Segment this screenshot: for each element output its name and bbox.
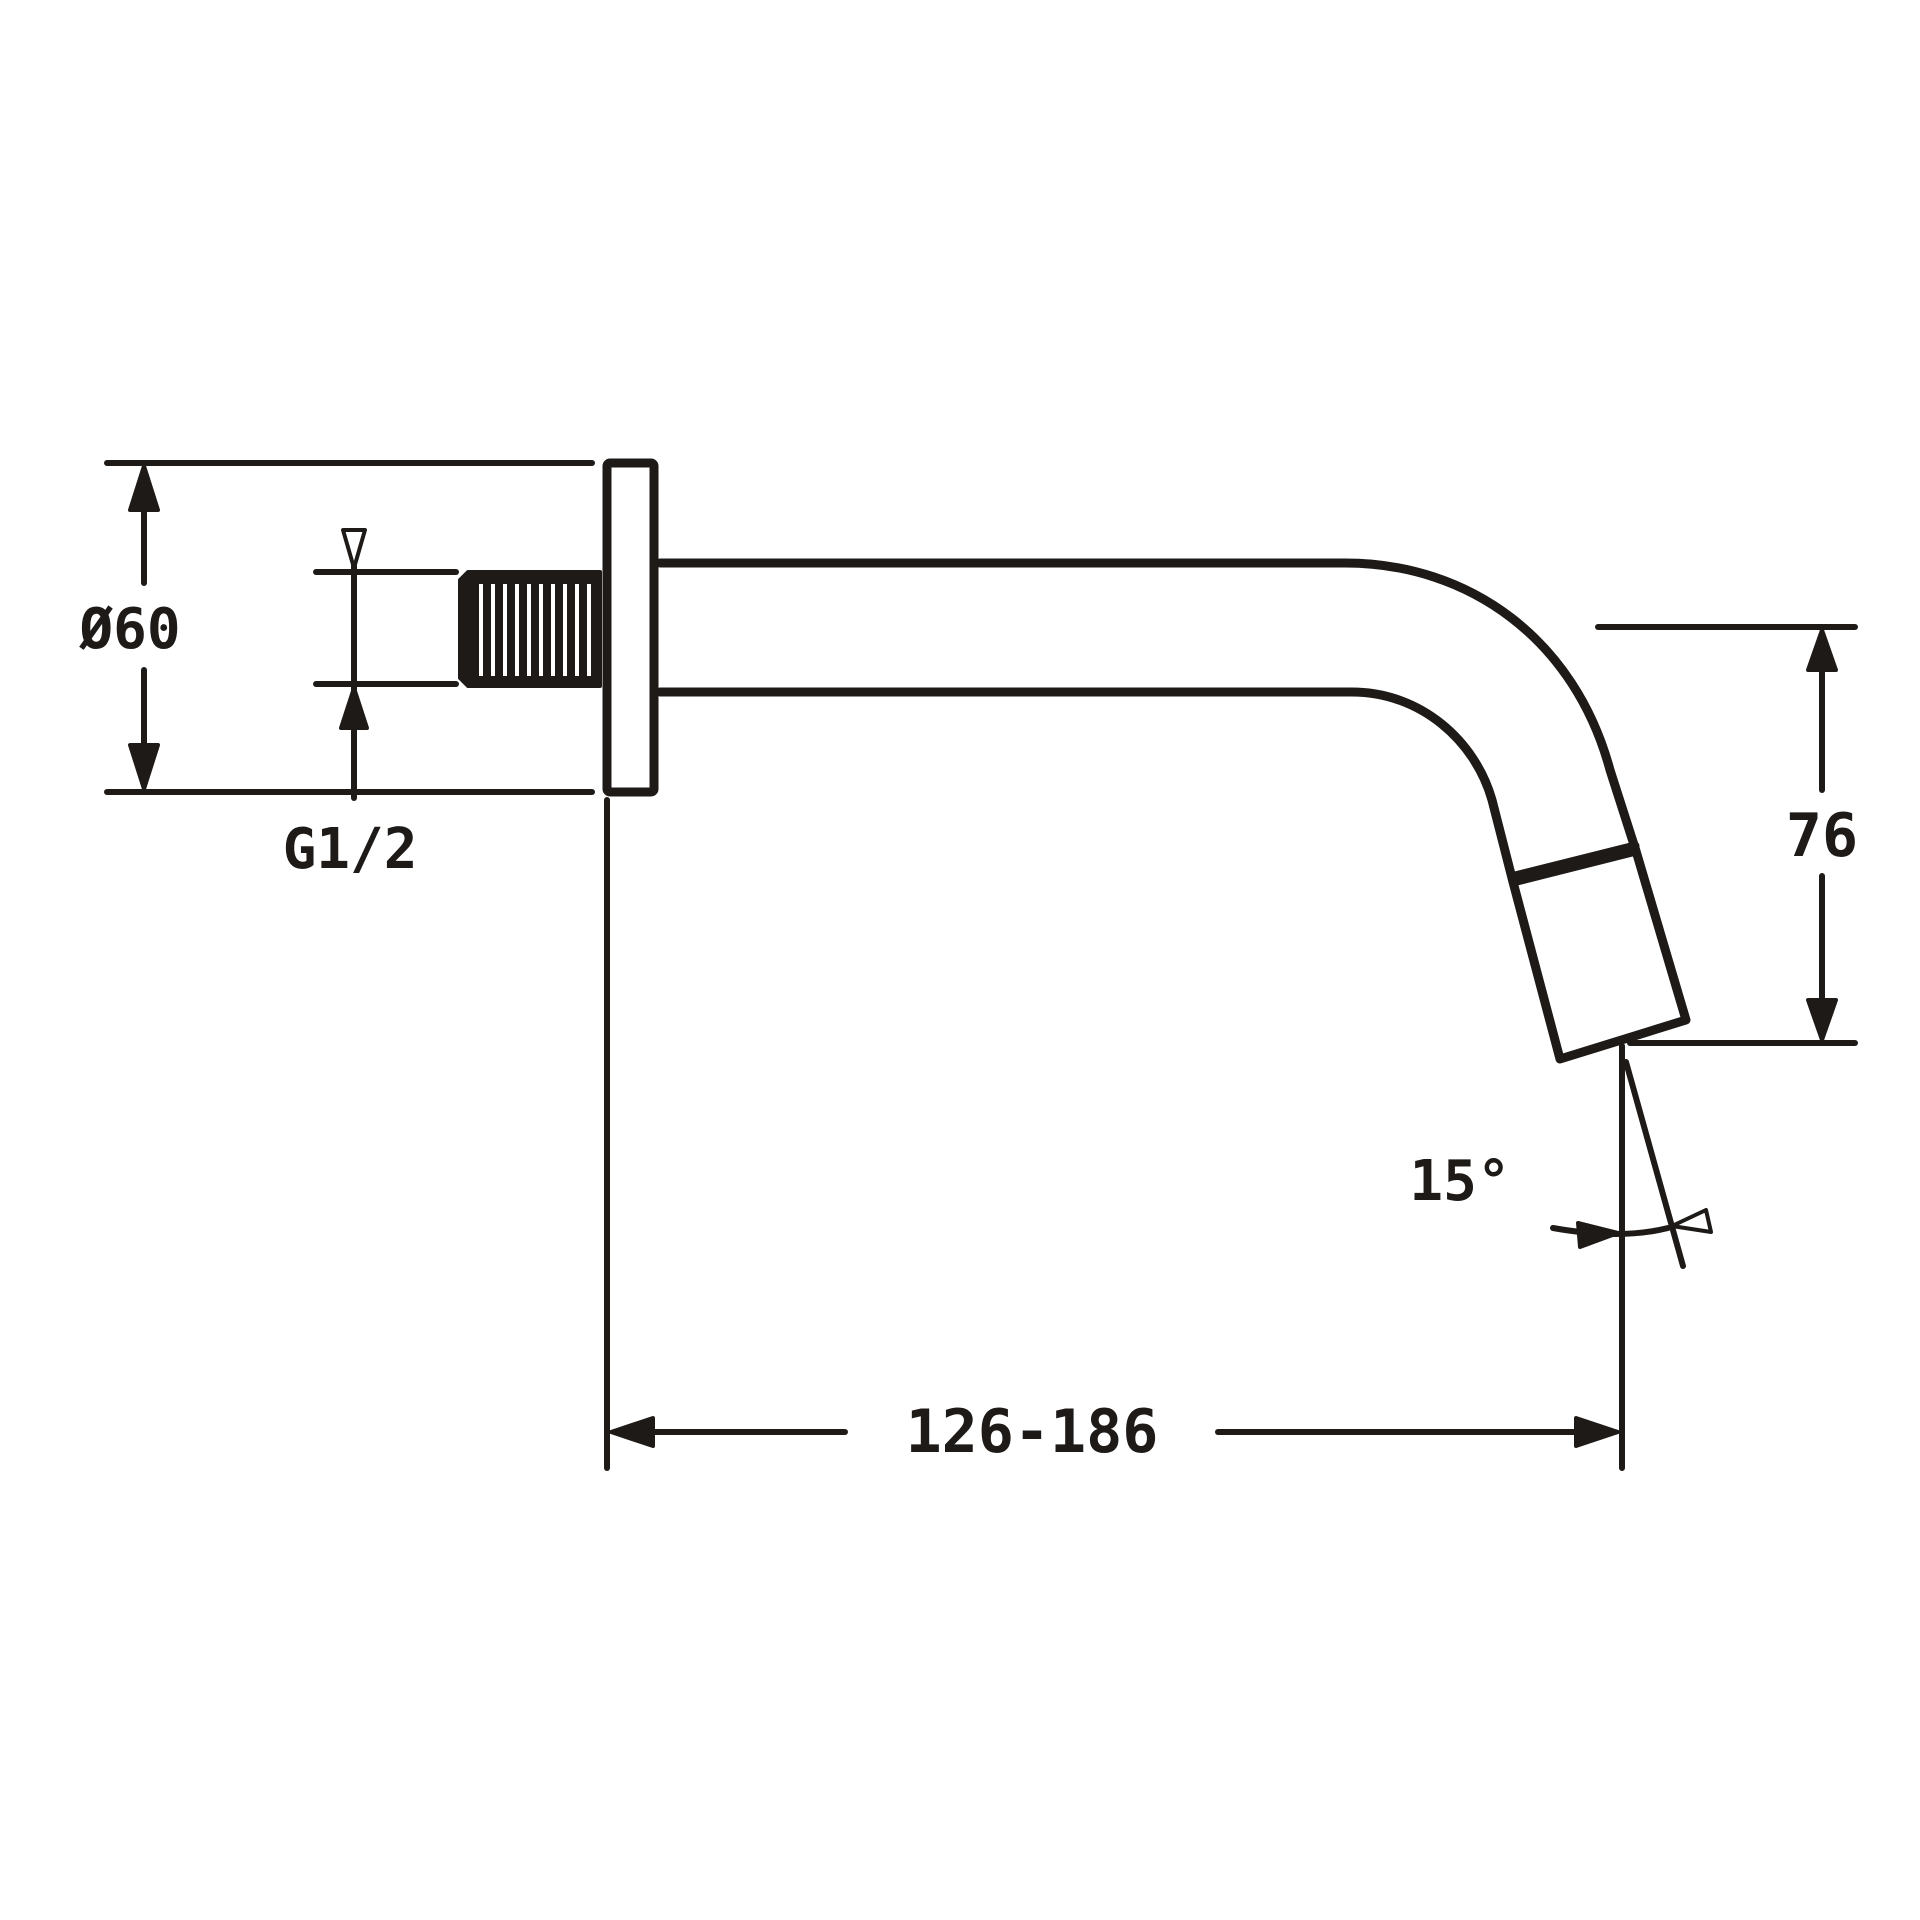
diameter-dimension-line	[128, 464, 160, 791]
nozzle-divider	[1510, 841, 1640, 881]
thread-label: G1/2	[283, 817, 418, 882]
spout-pipe-upper-edge	[655, 558, 1641, 856]
arrow-right-icon	[1576, 1221, 1620, 1249]
thread-body	[458, 570, 602, 688]
outlet-height-dimension-line	[1806, 628, 1838, 1042]
arrow-up-icon	[339, 686, 369, 730]
aerator-nozzle	[1508, 846, 1691, 1064]
arrow-left-open-icon	[1670, 1208, 1713, 1234]
outlet-angled-axis-line	[1623, 1059, 1686, 1269]
spout-pipe-lower-edge	[655, 687, 1518, 887]
angle-label: 15°	[1409, 1149, 1510, 1214]
projection-label: 126-186	[906, 1397, 1159, 1467]
arrow-down-icon	[128, 743, 160, 791]
outlet-height-label: 76	[1786, 801, 1858, 871]
projection-dimension-line	[609, 1416, 1620, 1448]
arrow-down-icon	[1806, 998, 1838, 1042]
flange	[602, 458, 659, 797]
arrow-up-icon	[1806, 628, 1838, 672]
diameter-label: Ø60	[78, 597, 180, 662]
arrow-left-icon	[609, 1416, 655, 1448]
arrow-down-open-icon	[341, 528, 367, 570]
arrow-right-icon	[1574, 1416, 1620, 1448]
arrow-up-icon	[128, 464, 160, 512]
